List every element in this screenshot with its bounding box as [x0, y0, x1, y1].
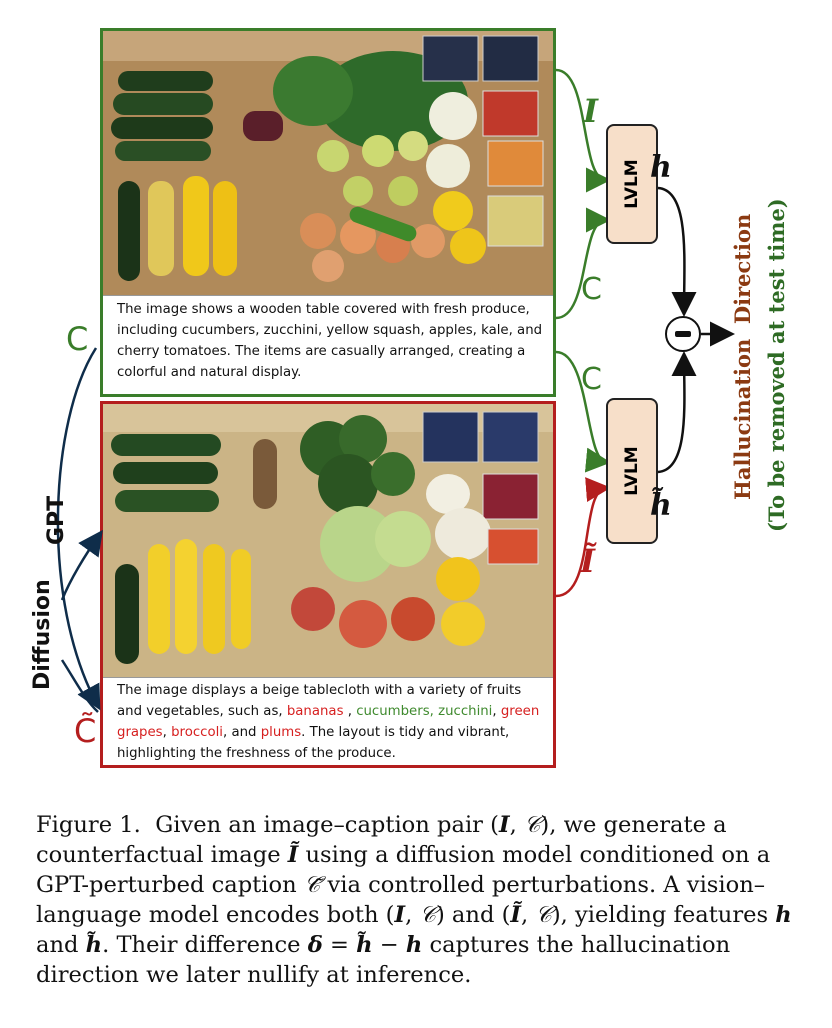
caption-word-bananas: bananas [286, 704, 344, 719]
gpt-arrow [56, 347, 101, 711]
caption-part-0: The image displays a beige tablecloth wi… [117, 683, 522, 719]
caption-symbol-c-top: C [581, 272, 602, 307]
caption-part-4: , [429, 704, 439, 719]
produce-photo-original [103, 31, 553, 295]
diffusion-label: Diffusion [30, 579, 55, 690]
caption-word-broccoli: broccoli [171, 725, 223, 740]
cf-image-to-lvlm-arrow [555, 477, 611, 598]
lvlm-box-counterfactual: LVLM [606, 398, 658, 544]
image-symbol-i-tilde: Ĩ [580, 542, 595, 580]
h-to-diff-arrow [657, 186, 697, 317]
feature-h-tilde: h̃ [650, 488, 672, 523]
caption-symbol-c-bottom: C [581, 362, 602, 397]
difference-operator-icon [665, 316, 701, 352]
hallucination-direction-label: Hallucination Direction [730, 214, 755, 500]
caption-part-10: , and [222, 725, 261, 740]
diffusion-arrow-from-ctilde [60, 659, 99, 713]
diffusion-arrow-to-image [60, 529, 103, 601]
lvlm-label-bottom: LVLM [622, 446, 642, 496]
caption-symbol-c: C [66, 320, 89, 358]
original-image-panel: The image shows a wooden table covered w… [100, 28, 556, 397]
removed-note: (To be removed at test time) [764, 198, 789, 532]
caption-word-green-grapes: green grapes [117, 704, 540, 740]
image-symbol-i: I [583, 92, 598, 130]
caption-word-zucchini: zucchini [438, 704, 493, 719]
lvlm-label-top: LVLM [622, 159, 642, 209]
original-caption: The image shows a wooden table covered w… [103, 295, 553, 394]
feature-h: h [650, 150, 672, 185]
htilde-to-diff-arrow [657, 351, 697, 474]
direction-word: Direction [730, 213, 755, 325]
caption-word-plums: plums [260, 725, 302, 740]
gpt-label: GPT [44, 495, 69, 545]
figure-caption: Figure 1. Given an image–caption pair (I… [36, 812, 792, 988]
caption-part-2: , [343, 704, 357, 719]
image-to-lvlm-arrow [555, 68, 611, 193]
caption-part-8: , [162, 725, 172, 740]
produce-photo-counterfactual [103, 404, 553, 677]
lvlm-box-original: LVLM [606, 124, 658, 244]
caption-to-lvlm2-arrow [555, 350, 611, 473]
hallucination-word: Hallucination [730, 338, 755, 500]
caption-symbol-c-tilde: C̃ [74, 712, 97, 750]
perturbed-caption: The image displays a beige tablecloth wi… [103, 677, 553, 765]
caption-part-12: . The layout is tidy and vibrant, highli… [117, 725, 510, 761]
caption-word-cucumbers: cucumbers [356, 704, 430, 719]
counterfactual-image-panel: The image displays a beige tablecloth wi… [100, 401, 556, 768]
caption-to-lvlm-arrow [555, 207, 611, 320]
flow-arrows [56, 68, 735, 713]
caption-part-6: , [492, 704, 501, 719]
